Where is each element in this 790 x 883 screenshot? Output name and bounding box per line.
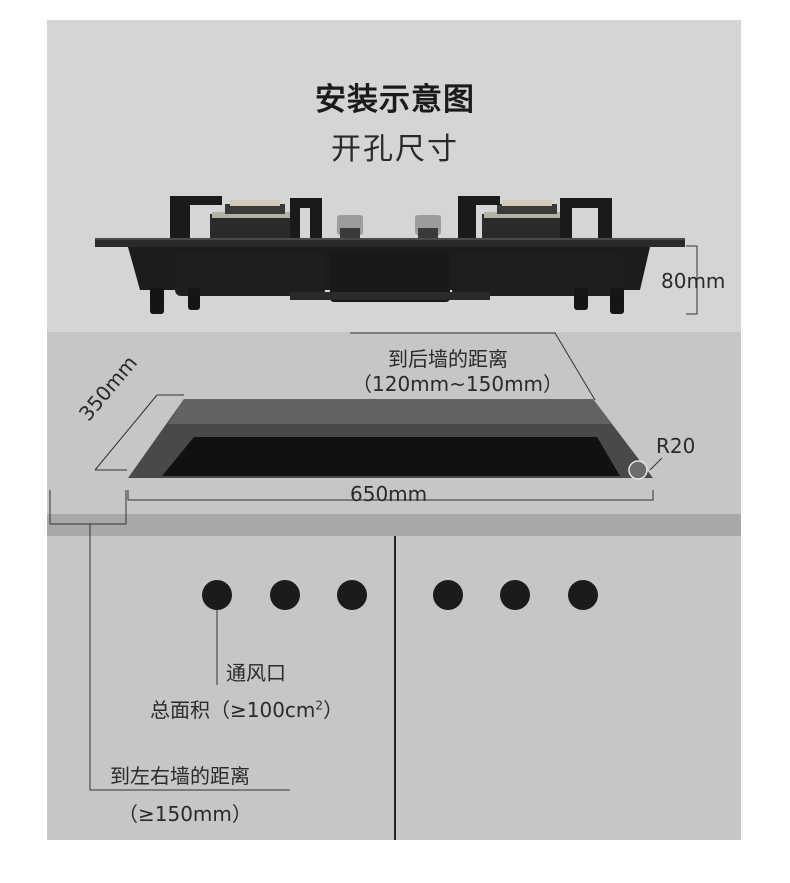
vent-label: 通风口 (226, 661, 286, 685)
vent-hole-icon (202, 580, 232, 610)
page-subtitle: 开孔尺寸 (331, 132, 459, 167)
vent-area-label: 总面积（≥100cm2） (150, 694, 343, 723)
side-wall-label: 到左右墙的距离 (110, 764, 250, 788)
vent-area-superscript: 2 (315, 698, 324, 713)
page-title: 安装示意图 (315, 82, 475, 118)
rear-wall-label: 到后墙的距离 (388, 347, 508, 371)
vent-hole-icon (568, 580, 598, 610)
radius-label: R20 (656, 434, 696, 458)
vent-hole-icon (270, 580, 300, 610)
width-dimension-label: 650mm (350, 482, 428, 506)
gas-stove-icon (95, 196, 685, 314)
side-wall-range: （≥150mm） (118, 802, 252, 826)
rear-wall-range: （120mm~150mm） (352, 372, 564, 396)
vent-area-suffix: ） (323, 698, 344, 722)
cabinet-door-divider (394, 536, 396, 840)
vent-hole-icon (337, 580, 367, 610)
height-dimension-label: 80mm (661, 269, 726, 293)
vent-area-prefix: 总面积（≥100cm (150, 698, 316, 722)
vent-hole-icon (433, 580, 463, 610)
cutout-opening (128, 399, 653, 480)
countertop-edge (47, 514, 741, 536)
vent-hole-icon (500, 580, 530, 610)
